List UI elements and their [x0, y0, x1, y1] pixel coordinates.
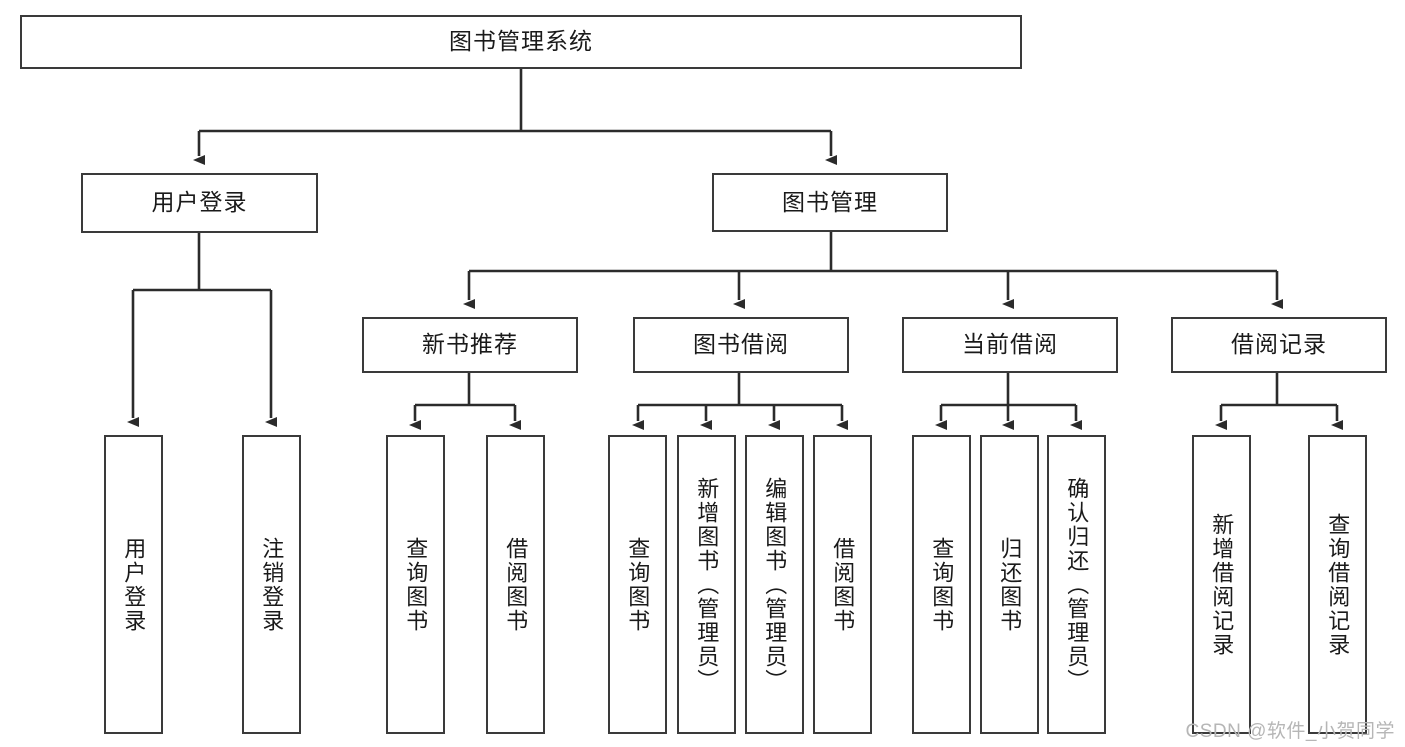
leaf-edit-book-admin[interactable]: 编辑图书（管理员） [745, 435, 804, 734]
node-label: 图书借阅 [693, 331, 789, 358]
node-label: 借阅记录 [1231, 331, 1327, 358]
leaf-logout[interactable]: 注销登录 [242, 435, 301, 734]
node-label: 归还图书 [997, 536, 1023, 633]
node-label: 确认归还（管理员） [1064, 476, 1090, 693]
node-book-management[interactable]: 图书管理 [712, 173, 948, 232]
node-current-borrow[interactable]: 当前借阅 [902, 317, 1118, 373]
node-label: 新增借阅记录 [1209, 512, 1235, 657]
node-root-book-management-system[interactable]: 图书管理系统 [20, 15, 1022, 69]
watermark: CSDN @软件_小贺同学 [1185, 721, 1395, 742]
leaf-user-login[interactable]: 用户登录 [104, 435, 163, 734]
node-label: 用户登录 [151, 189, 248, 216]
node-user-login[interactable]: 用户登录 [81, 173, 318, 233]
leaf-query-book-borrow[interactable]: 查询图书 [608, 435, 667, 734]
node-new-book-recommend[interactable]: 新书推荐 [362, 317, 578, 373]
leaf-return-book[interactable]: 归还图书 [980, 435, 1039, 734]
node-label: 查询图书 [625, 536, 651, 633]
node-label: 编辑图书（管理员） [762, 476, 788, 693]
node-book-borrow[interactable]: 图书借阅 [633, 317, 849, 373]
node-label: 查询借阅记录 [1325, 512, 1351, 657]
leaf-confirm-return-admin[interactable]: 确认归还（管理员） [1047, 435, 1106, 734]
node-label: 用户登录 [121, 536, 147, 633]
node-label: 查询图书 [929, 536, 955, 633]
node-label: 注销登录 [259, 536, 285, 633]
leaf-query-book-recommend[interactable]: 查询图书 [386, 435, 445, 734]
node-label: 借阅图书 [503, 536, 529, 633]
node-label: 新书推荐 [422, 331, 518, 358]
node-borrow-record[interactable]: 借阅记录 [1171, 317, 1387, 373]
node-label: 新增图书（管理员） [694, 476, 720, 693]
leaf-query-borrow-record[interactable]: 查询借阅记录 [1308, 435, 1367, 734]
node-label: 当前借阅 [962, 331, 1058, 358]
leaf-add-book-admin[interactable]: 新增图书（管理员） [677, 435, 736, 734]
leaf-query-book-current[interactable]: 查询图书 [912, 435, 971, 734]
node-label: 图书管理系统 [449, 28, 593, 55]
node-label: 图书管理 [782, 188, 878, 215]
leaf-borrow-book[interactable]: 借阅图书 [813, 435, 872, 734]
leaf-borrow-book-recommend[interactable]: 借阅图书 [486, 435, 545, 734]
leaf-add-borrow-record[interactable]: 新增借阅记录 [1192, 435, 1251, 734]
node-label: 查询图书 [403, 536, 429, 633]
node-label: 借阅图书 [830, 536, 856, 633]
